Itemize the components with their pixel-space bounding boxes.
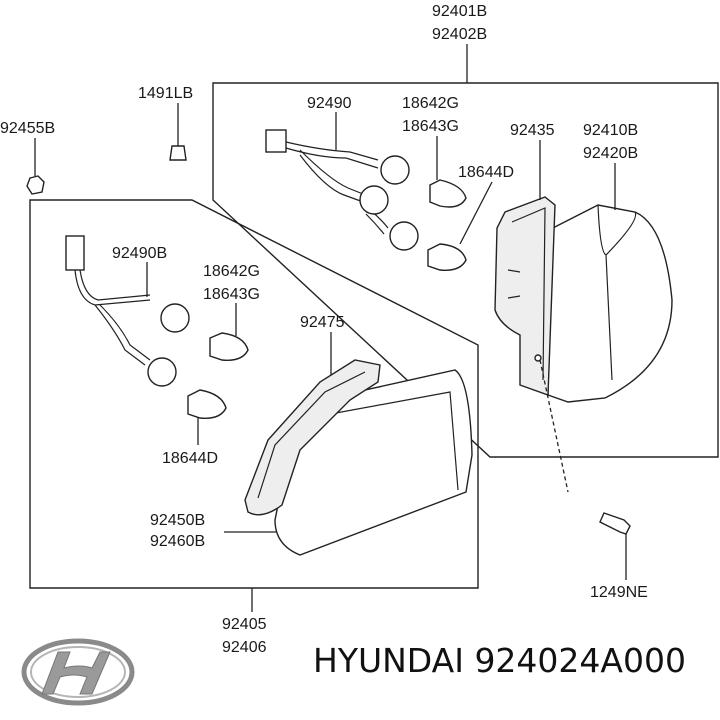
label-92406: 92406 (222, 639, 267, 656)
label-92401b: 92401B (432, 3, 487, 20)
lower-wire-harness (74, 269, 151, 366)
label-18642g-a: 18642G (402, 95, 459, 112)
upper-housing-inner (507, 207, 546, 381)
fastener-1491lb-part (169, 145, 187, 161)
label-92450b: 92450B (150, 512, 205, 529)
label-92435: 92435 (510, 122, 555, 139)
hyundai-logo-icon (21, 638, 135, 706)
label-92405: 92405 (222, 616, 267, 633)
upper-housing-part (494, 196, 556, 396)
lower-connector-part (65, 235, 85, 271)
upper-bulb-1-part (429, 179, 467, 208)
label-18643g-b: 18643G (203, 286, 260, 303)
label-1249ne: 1249NE (590, 584, 648, 601)
nut-92455b-part (26, 175, 45, 195)
lower-bulb-1-part (209, 332, 249, 361)
lower-housing-inner (257, 371, 366, 499)
label-18644d-a: 18644D (458, 164, 514, 181)
upper-lens-edge (597, 204, 637, 381)
leader-1249ne-upper (539, 359, 569, 493)
lower-socket-2-part (147, 357, 177, 387)
lower-assembly-frame (29, 199, 479, 589)
upper-socket-1-part (380, 155, 410, 185)
label-92490b: 92490B (112, 245, 167, 262)
lower-lens-edge (297, 391, 459, 491)
upper-socket-2-part (359, 185, 389, 215)
label-18644d-b: 18644D (162, 450, 218, 467)
label-92455b: 92455B (0, 120, 55, 137)
leader-18644d-a (459, 181, 493, 245)
lower-lens-part (274, 369, 473, 556)
label-18643g-a: 18643G (402, 118, 459, 135)
upper-wire-harness (285, 141, 389, 235)
label-92410b: 92410B (583, 122, 638, 139)
label-92490: 92490 (307, 95, 352, 112)
label-18642g-b: 18642G (203, 263, 260, 280)
upper-bulb-2-part (427, 243, 467, 271)
screw-1249ne-part (599, 512, 631, 535)
label-1491lb: 1491LB (138, 85, 193, 102)
lower-socket-1-part (160, 303, 190, 333)
label-92420b: 92420B (583, 145, 638, 162)
upper-housing-hole (534, 354, 542, 362)
upper-socket-3-part (389, 221, 419, 251)
brand-part-number: HYUNDAI 924024A000 (313, 641, 686, 680)
label-92402b: 92402B (432, 26, 487, 43)
label-92475: 92475 (300, 314, 345, 331)
lower-bulb-2-part (187, 389, 227, 419)
label-92460b: 92460B (150, 533, 205, 550)
upper-assembly-frame (212, 82, 719, 458)
lower-housing-part (244, 359, 381, 516)
upper-connector-part (265, 129, 287, 153)
